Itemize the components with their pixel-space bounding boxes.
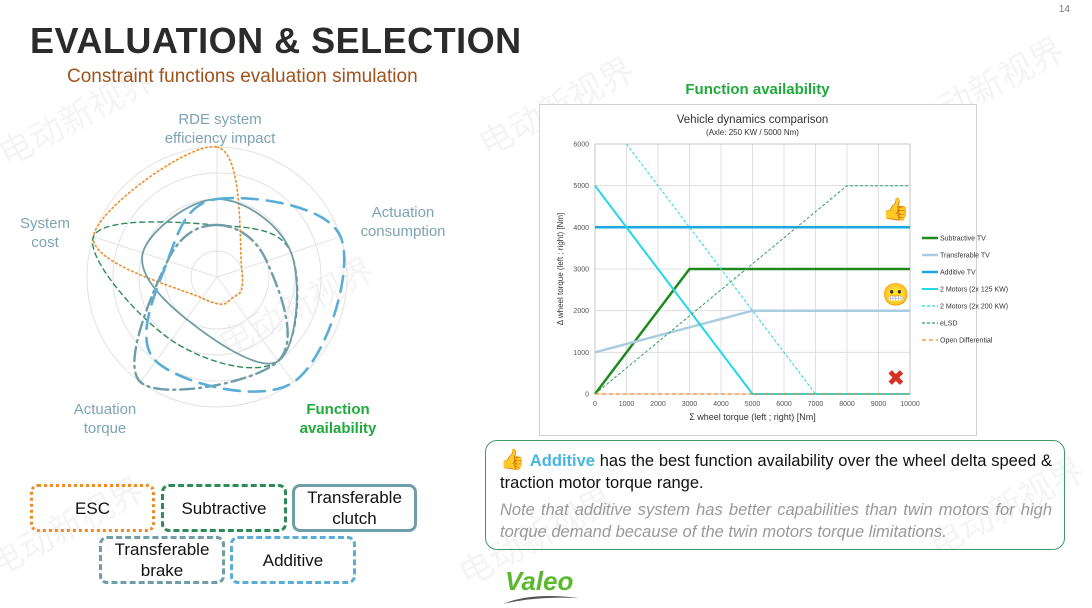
red-cross-icon: ✖ (887, 366, 905, 391)
legend-label: Subtractive (181, 498, 267, 518)
valeo-logo: Valeo (503, 566, 579, 604)
radar-label-consumption: Actuation consumption (343, 203, 463, 241)
page-number: 14 (1058, 4, 1070, 15)
legend-esc: ESC (30, 484, 155, 532)
legend-entry: 2 Motors (2x 200 KW) (940, 304, 1008, 311)
chart-frame: Vehicle dynamics comparison (Axle: 250 KW… (539, 104, 1008, 436)
radar-series-additive (145, 196, 346, 393)
radar-chart (86, 146, 348, 408)
y-tick-label: 4000 (573, 225, 589, 232)
radar-label-line: efficiency impact (164, 130, 276, 147)
radar-label-line: RDE system (178, 111, 262, 128)
logo-text: Valeo (505, 566, 574, 596)
x-tick-label: 8000 (839, 401, 855, 408)
radar-label-function-availability: Function availability (288, 400, 388, 438)
radar-axis-line (140, 276, 218, 383)
logo-swoosh (503, 596, 579, 604)
radar-label-line: cost (31, 234, 59, 251)
x-tick-label: 7000 (808, 401, 824, 408)
radar-label-torque: Actuation torque (55, 400, 155, 438)
slide-title: EVALUATION & SELECTION (30, 20, 522, 61)
y-tick-label: 6000 (573, 142, 589, 149)
note-highlight: Additive (529, 452, 595, 470)
radar-axis-line (216, 276, 294, 383)
x-tick-label: 1000 (619, 401, 635, 408)
legend-label: ESC (75, 498, 110, 518)
legend-label: Transferable (307, 488, 402, 507)
y-tick-label: 3000 (573, 267, 589, 274)
x-tick-label: 2000 (650, 401, 666, 408)
legend-entry: Additive TV (940, 270, 976, 277)
note-box: 👍 Additive has the best function availab… (485, 440, 1065, 550)
y-tick-label: 2000 (573, 308, 589, 315)
radar-series-transferable_brake (133, 223, 289, 391)
radar-label-cost: System cost (5, 214, 85, 252)
vehicle-dynamics-chart: Vehicle dynamics comparison (Axle: 250 KW… (556, 114, 1008, 422)
y-tick-label: 0 (585, 392, 589, 399)
slide-subtitle: Constraint functions evaluation simulati… (67, 66, 418, 87)
y-axis-label: Δ wheel torque (left ; right) [Nm] (556, 213, 565, 326)
radar-label-rde: RDE system efficiency impact (140, 110, 300, 148)
y-tick-label: 5000 (573, 183, 589, 190)
note-line-1: 👍 Additive has the best function availab… (500, 449, 1052, 494)
series-line-5 (594, 185, 910, 395)
chart-subtitle: (Axle: 250 KW / 5000 Nm) (706, 128, 799, 137)
thumbs-up-icon: 👍 (500, 449, 526, 471)
y-tick-label: 1000 (573, 350, 589, 357)
legend-label: Transferable (114, 540, 210, 559)
radar-axis-line (93, 236, 218, 278)
thumbs-up-icon: 👍 (882, 197, 909, 223)
x-tick-label: 3000 (682, 401, 698, 408)
legend-additive: Additive (230, 536, 356, 584)
x-tick-label: 6000 (776, 401, 792, 408)
function-availability-title: Function availability (685, 81, 830, 98)
x-tick-label: 9000 (871, 401, 887, 408)
note-line-2: Note that additive system has better cap… (500, 501, 1052, 541)
chart-title: Vehicle dynamics comparison (677, 114, 829, 126)
x-axis-label: Σ wheel torque (left ; right) [Nm] (689, 412, 816, 422)
x-tick-label: 5000 (745, 401, 761, 408)
legend-entry: Open Differential (940, 338, 993, 345)
legend-transferable-clutch: Transferable clutch (292, 484, 417, 532)
legend-transferable-brake: Transferable brake (99, 536, 225, 584)
radar-label-line: Actuation (73, 401, 137, 418)
series-line-1 (594, 309, 910, 354)
radar-series-transferable_clutch (141, 198, 298, 365)
x-tick-label: 10000 (900, 401, 920, 408)
series-line-0 (594, 267, 910, 395)
note-text: has the best function availability over … (500, 452, 1052, 492)
legend-label: Additive (262, 550, 324, 570)
radar-label-line: availability (299, 420, 377, 437)
legend-label: clutch (332, 509, 377, 528)
grimace-face-icon: 😬 (882, 282, 909, 308)
radar-label-line: Function (306, 401, 370, 418)
radar-label-line: Actuation (371, 204, 435, 221)
legend-entry: Transferable TV (940, 253, 990, 260)
radar-axis-line (216, 236, 341, 278)
legend-entry: 2 Motors (2x 125 KW) (940, 287, 1008, 294)
legend-entry: eLSD (940, 321, 958, 328)
radar-label-line: System (19, 215, 70, 232)
x-tick-label: 4000 (713, 401, 729, 408)
legend-label: brake (140, 561, 184, 580)
radar-label-line: consumption (360, 223, 446, 240)
legend-entry: Subtractive TV (940, 236, 986, 243)
x-tick-label: 0 (593, 401, 597, 408)
radar-label-line: torque (83, 420, 127, 437)
legend-subtractive: Subtractive (161, 484, 287, 532)
